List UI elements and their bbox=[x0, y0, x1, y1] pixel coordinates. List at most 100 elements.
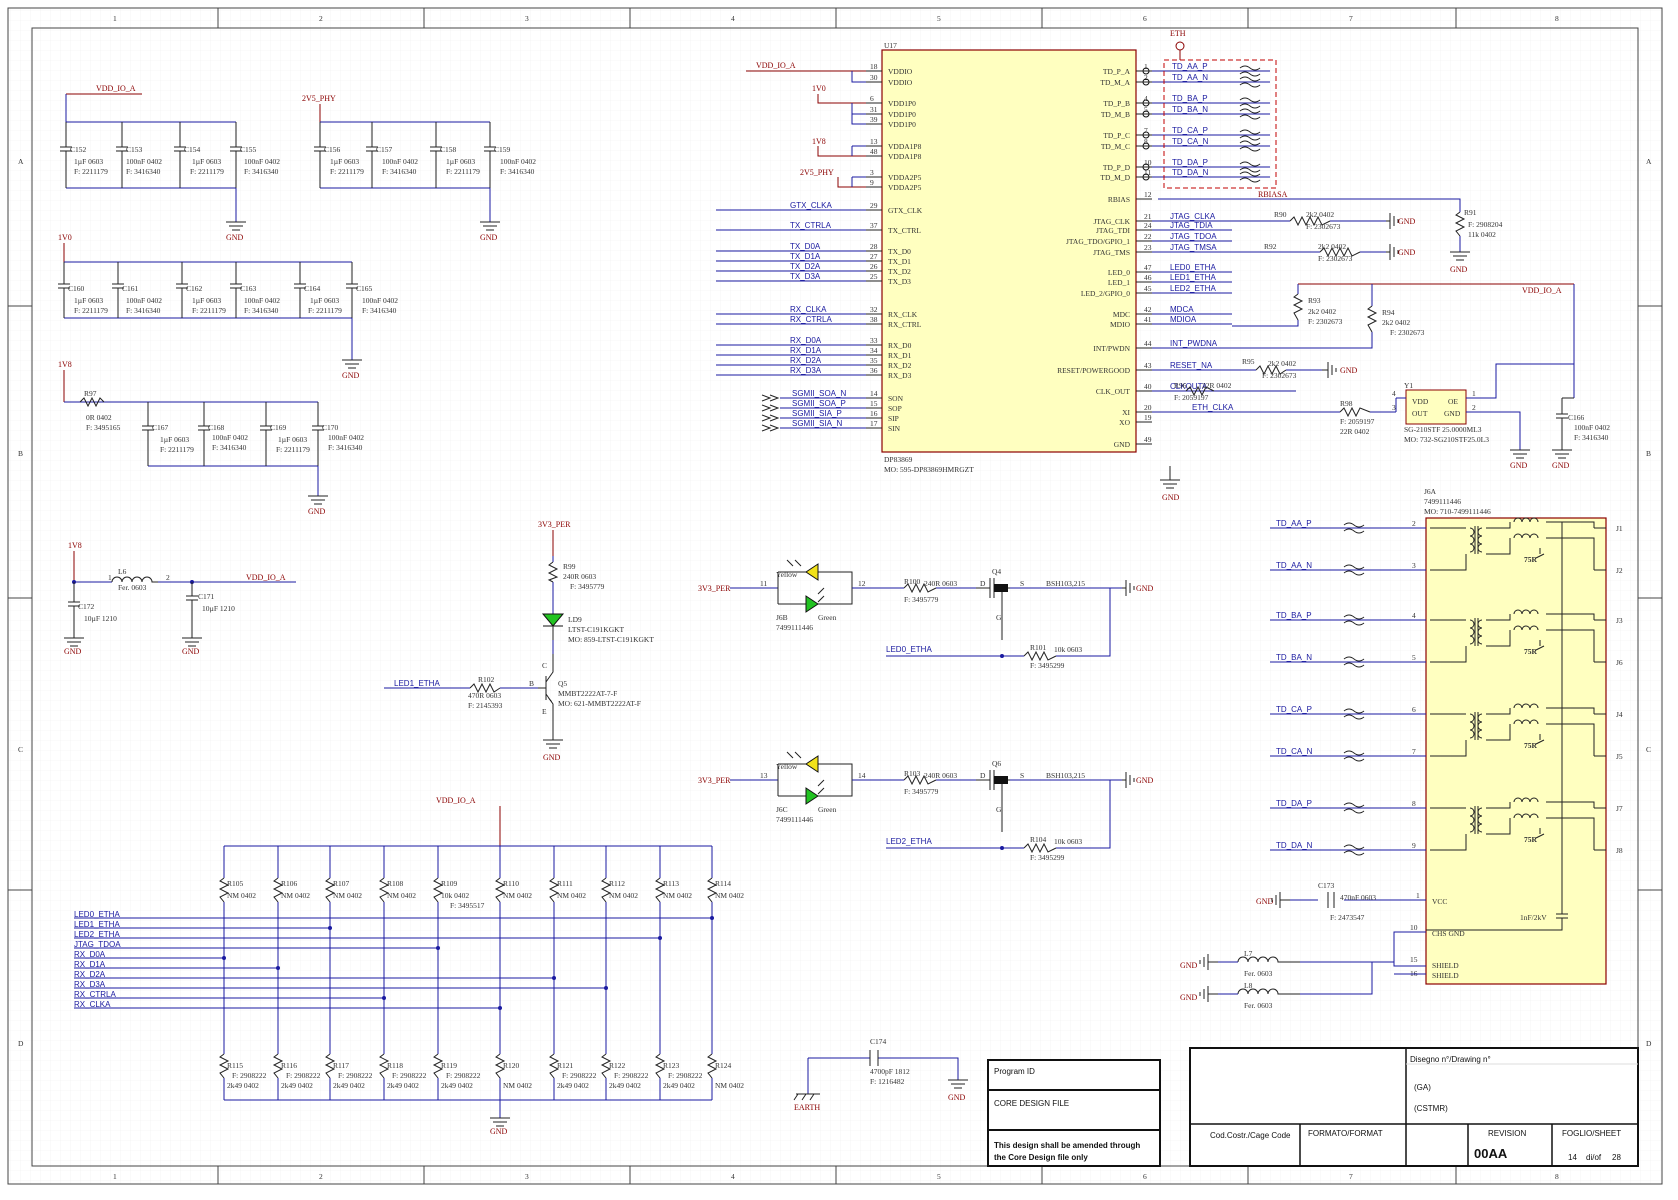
rail-label: 1V8 bbox=[58, 360, 72, 369]
cap-value: 100nF 0402 bbox=[362, 296, 398, 305]
res-code: F: 2059197 bbox=[1174, 393, 1209, 402]
pin-number: 39 bbox=[870, 115, 878, 124]
net-label: RX_CLKA bbox=[74, 1000, 111, 1009]
cap-ref: C168 bbox=[208, 423, 225, 432]
phy-right-pins: 1TD_P_ATD_AA_P2TD_M_ATD_AA_N4TD_P_BTD_BA… bbox=[1057, 62, 1340, 449]
pin-name: VDD1P0 bbox=[888, 120, 916, 129]
cap-c152 bbox=[60, 122, 72, 188]
pin-label: VDD bbox=[1412, 397, 1429, 406]
net-label: LED0_ETHA bbox=[1170, 263, 1216, 272]
gnd-symbol bbox=[1510, 449, 1530, 459]
row-label: D bbox=[18, 1039, 24, 1048]
cap-code: F: 2211179 bbox=[330, 167, 364, 176]
net-label: TD_DA_N bbox=[1172, 168, 1209, 177]
cap-ref: C159 bbox=[494, 145, 511, 154]
drawing-label: Disegno n°/Drawing n° bbox=[1410, 1055, 1491, 1064]
gnd-label: GND bbox=[226, 233, 244, 242]
pin-name: LED_2/GPIO_0 bbox=[1081, 289, 1130, 298]
cap-value: 100nF 0402 bbox=[328, 433, 364, 442]
gnd-symbol bbox=[1199, 954, 1218, 970]
resistor-r98 bbox=[1339, 406, 1371, 418]
gnd-symbol bbox=[1322, 362, 1337, 378]
cap-value: 1µF 0603 bbox=[446, 157, 475, 166]
cap-ref: C170 bbox=[322, 423, 339, 432]
pin-number: 35 bbox=[870, 356, 878, 365]
net-label: TX_CTRLA bbox=[790, 221, 832, 230]
net-label: JTAG_TDIA bbox=[1170, 221, 1213, 230]
gnd-label: GND bbox=[64, 647, 82, 656]
cap-value: 100nF 0402 bbox=[382, 157, 418, 166]
cap-code: F: 2211179 bbox=[308, 306, 342, 315]
col-label: 2 bbox=[319, 1172, 323, 1181]
net-label: TX_D3A bbox=[790, 272, 821, 281]
cap-code: F: 2211179 bbox=[190, 167, 224, 176]
row-label: B bbox=[1646, 449, 1651, 458]
cap-ref: C154 bbox=[184, 145, 201, 154]
pin-number: 49 bbox=[1144, 435, 1152, 444]
res-code: F: 2302673 bbox=[1318, 254, 1353, 263]
gnd-symbol bbox=[1199, 986, 1218, 1002]
res-value: 470R 0603 bbox=[468, 691, 501, 700]
ferrite-filter: 1V8 1 2 L6 Fer. 0603 VDD_IO_A C172 10µF … bbox=[64, 541, 296, 656]
strap-pullup-resistor bbox=[706, 877, 718, 903]
net-label: ETH_CLKA bbox=[1192, 403, 1234, 412]
pin-number: 36 bbox=[870, 366, 878, 375]
strap-pullup-resistor bbox=[432, 877, 444, 903]
revision-label: REVISION bbox=[1488, 1129, 1526, 1138]
rail-label: 1V0 bbox=[812, 84, 826, 93]
cap-c167 bbox=[142, 402, 154, 466]
resistor-r94 bbox=[1366, 305, 1378, 333]
pin-label: OE bbox=[1448, 397, 1458, 406]
res-value: 10k 0402 bbox=[441, 891, 469, 900]
col-label: 1 bbox=[113, 1172, 117, 1181]
pin-number: 46 bbox=[1144, 273, 1152, 282]
cap-ref: C156 bbox=[324, 145, 341, 154]
strap-pullup-resistor bbox=[548, 877, 560, 903]
res-value: 240R 0603 bbox=[563, 572, 596, 581]
jack-pin: J5 bbox=[1616, 752, 1623, 761]
termination-value: 75R bbox=[1524, 741, 1538, 750]
cap-code: F: 3416340 bbox=[212, 443, 247, 452]
net-label: TD_DA_P bbox=[1172, 158, 1208, 167]
cap-c171 bbox=[186, 582, 198, 638]
net-label: LED0_ETHA bbox=[886, 645, 932, 654]
pin-label: C bbox=[542, 661, 547, 670]
pin-name: JTAG_TDI bbox=[1096, 226, 1130, 235]
pin-name: RX_D3 bbox=[888, 371, 912, 380]
ic-mo: MO: 595-DP83869HMRGZT bbox=[884, 465, 974, 474]
pin-label: S bbox=[1020, 579, 1024, 588]
decoupling-1v8: 1V8 R97 0R 0402 F: 3495165 C167 1µF 0603… bbox=[58, 360, 364, 516]
jack-part: 7499111446 bbox=[1424, 497, 1461, 506]
cap-value: 1µF 0603 bbox=[310, 296, 339, 305]
ic-part: DP83869 bbox=[884, 455, 913, 464]
pin-name: CLK_OUT bbox=[1096, 387, 1131, 396]
gnd-label: GND bbox=[1136, 584, 1154, 593]
strap-pulldown-resistor bbox=[324, 1053, 336, 1079]
pin-number: 9 bbox=[870, 178, 874, 187]
sheet-of: di/of bbox=[1586, 1153, 1602, 1162]
pin-name: JTAG_TDO/GPIO_1 bbox=[1066, 237, 1130, 246]
cap-c174 bbox=[869, 1050, 879, 1066]
jack-ref: J6B bbox=[776, 613, 788, 622]
magjack-j6a: J6A 7499111446 MO: 710-7499111446 TD_AA_… bbox=[1180, 487, 1623, 1010]
cap-value: 470nF 0603 bbox=[1340, 893, 1376, 902]
strap-pulldown-resistor bbox=[218, 1053, 230, 1079]
pin-label: SHIELD bbox=[1432, 961, 1459, 970]
res-ref: R108 bbox=[387, 879, 404, 888]
res-value: 2k2 0402 bbox=[1268, 359, 1296, 368]
net-label: LED0_ETHA bbox=[74, 910, 120, 919]
net-label: TD_DA_P bbox=[1276, 799, 1312, 808]
decoupling-vddioa: VDD_IO_A C152 1µF 0603 F: 2211179 C153 1… bbox=[60, 84, 280, 242]
pin-name: RX_D0 bbox=[888, 341, 912, 350]
rail-label: 3V3_PER bbox=[698, 584, 731, 593]
pin-number: 1 bbox=[1416, 891, 1420, 900]
gnd-symbol bbox=[1450, 251, 1470, 261]
strap-pullup-resistor bbox=[218, 877, 230, 903]
pin-name: RX_CTRL bbox=[888, 320, 922, 329]
res-ref: R109 bbox=[441, 879, 458, 888]
gnd-symbol bbox=[226, 221, 246, 231]
cap-ref: C172 bbox=[78, 602, 95, 611]
